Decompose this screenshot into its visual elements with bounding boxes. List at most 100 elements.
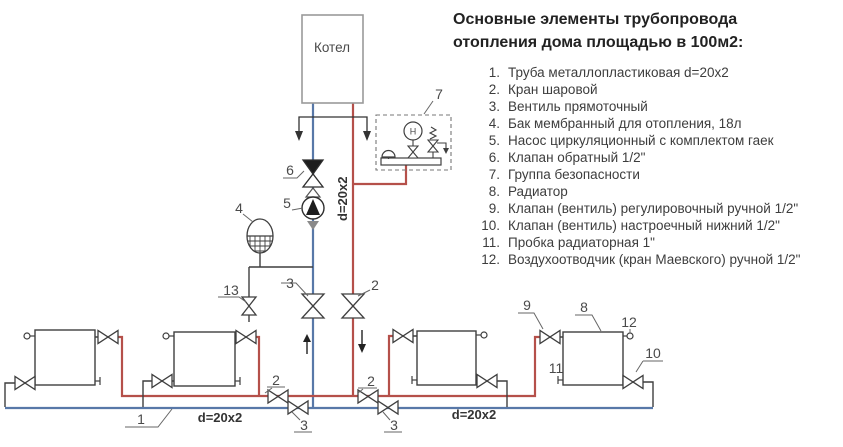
- flow-arrow-down-icon: [307, 221, 319, 230]
- legend-item-text: Клапан (вентиль) регулировочный ручной 1…: [508, 201, 799, 216]
- straight-valve-main-right: [377, 399, 399, 416]
- legend-item: 2. Кран шаровой: [453, 81, 835, 98]
- callout-3-main-left: 3: [300, 417, 308, 433]
- supply-pipes-red: [118, 103, 540, 398]
- boiler-label: Котел: [314, 40, 350, 55]
- legend-item: 10. Клапан (вентиль) настроечный нижний 1…: [453, 217, 835, 234]
- circulation-pump: [301, 196, 325, 230]
- callout-leaders: [125, 100, 663, 433]
- legend-item-number: 12.: [481, 252, 500, 267]
- flow-direction-bracket: [295, 116, 371, 141]
- legend-title-line1: Основные элементы трубопровода: [453, 11, 738, 28]
- radiator-return-branches: [4, 253, 654, 407]
- legend-item: 11. Пробка радиаторная 1": [453, 234, 835, 251]
- callout-13: 13: [223, 282, 239, 298]
- legend-item-number: 5.: [488, 133, 500, 148]
- legend-item-text: Группа безопасности: [508, 167, 640, 182]
- legend-item-text: Клапан (вентиль) настроечный нижний 1/2": [508, 218, 780, 233]
- air-vent-icon: [623, 332, 634, 340]
- radiator-valve: [476, 373, 498, 389]
- legend-item-number: 1.: [488, 65, 500, 80]
- ball-valve-main-left: [267, 388, 289, 405]
- straight-valve-return-riser: [300, 293, 326, 319]
- callout-10: 10: [645, 345, 661, 361]
- supply-main-pipe: [118, 335, 540, 398]
- legend-panel: Основные элементы трубопровода отопления…: [453, 8, 835, 268]
- legend-item-number: 8.: [488, 184, 500, 199]
- radiator-valve: [14, 375, 36, 391]
- auto-air-vent-icon: [381, 149, 396, 159]
- callout-3-riser: 3: [286, 275, 294, 291]
- membrane-tank: [246, 218, 274, 254]
- legend-item-text: Насос циркуляционный с комплектом гаек: [508, 133, 774, 148]
- gauge-letter: Н: [410, 127, 417, 137]
- radiator2-supply-drop: [256, 335, 261, 396]
- legend-item: 4. Бак мембранный для отопления, 18л: [453, 115, 835, 132]
- callout-12: 12: [621, 314, 637, 330]
- radiator-4: [539, 329, 644, 390]
- legend-item-number: 6.: [488, 150, 500, 165]
- legend-item: 8. Радиатор: [453, 183, 835, 200]
- ball-valve-main-right: [357, 388, 379, 405]
- radiator-plug-icon: [235, 377, 241, 385]
- legend-item: 6. Клапан обратный 1/2": [453, 149, 835, 166]
- legend-item-number: 4.: [488, 116, 500, 131]
- callout-6: 6: [286, 162, 294, 178]
- flow-arrow-up-icon: [303, 334, 311, 354]
- callout-11: 11: [549, 360, 564, 376]
- legend-item-number: 3.: [488, 99, 500, 114]
- radiator-1: [14, 329, 119, 391]
- straight-valve-main-left: [287, 399, 309, 416]
- legend-item-number: 7.: [488, 167, 500, 182]
- tank-branch-pipe: [248, 253, 313, 322]
- radiator-3: [392, 328, 498, 389]
- drain-valve: [240, 296, 258, 316]
- callout-7: 7: [435, 86, 443, 102]
- legend-item-number: 11.: [482, 235, 500, 250]
- callout-2-riser: 2: [371, 277, 379, 293]
- legend-list: 1.Труба металлопластиковая d=20x2 2. Кран…: [453, 64, 835, 268]
- legend-item-text: Пробка радиаторная 1": [508, 235, 655, 250]
- legend-item-number: 2.: [488, 82, 500, 97]
- callout-numbers: 7 6 5 4 13 3 2 1 2 3 2 3 9 8 12 10 11: [137, 86, 661, 433]
- callout-2-main-right: 2: [367, 373, 375, 389]
- legend-item: 12.Воздухоотводчик (кран Маевского) ручн…: [453, 251, 835, 268]
- radiator-plug-icon: [557, 376, 563, 384]
- check-valve: [301, 159, 325, 188]
- radiator-plug-icon: [411, 376, 417, 384]
- safety-valve-icon: [426, 126, 449, 158]
- callout-4: 4: [235, 200, 243, 216]
- legend-item-text: Вентиль прямоточный: [508, 99, 648, 114]
- legend-item: 1.Труба металлопластиковая d=20x2: [453, 64, 835, 81]
- legend-item-text: Клапан обратный 1/2": [508, 150, 646, 165]
- pipe-size-label-vertical: d=20x2: [335, 177, 350, 221]
- return-pipes-blue: [5, 103, 653, 410]
- callout-8: 8: [580, 299, 588, 315]
- legend-item-number: 9.: [488, 201, 500, 216]
- flow-arrow-down-icon: [358, 330, 366, 353]
- radiator-valve: [622, 374, 644, 390]
- ball-valve-supply-riser: [340, 293, 366, 319]
- radiator-2: [151, 329, 257, 389]
- radiator3-supply-drop: [387, 334, 393, 396]
- flow-chevron-up-icon: [304, 187, 322, 198]
- legend-item-text: Бак мембранный для отопления, 18л: [508, 116, 742, 131]
- pipe-size-label-right: d=20x2: [452, 407, 496, 422]
- legend-item-text: Кран шаровой: [508, 82, 598, 97]
- legend-item: 9. Клапан (вентиль) регулировочный ручной…: [453, 200, 835, 217]
- radiator-valve: [392, 328, 414, 344]
- legend-item-number: 10.: [481, 218, 500, 233]
- air-vent-icon: [23, 332, 35, 340]
- legend-title-line2: отопления дома площадью в 100м2:: [453, 34, 744, 51]
- safety-manifold: [380, 157, 442, 166]
- radiator-valve: [151, 373, 173, 389]
- radiator-valve: [97, 329, 119, 345]
- pump-impeller-icon: [306, 199, 320, 215]
- safety-group-branch-pipe: [354, 165, 408, 186]
- down-arrow-icon: [295, 131, 303, 141]
- callout-3-main-right: 3: [390, 417, 398, 433]
- legend-item-text: Радиатор: [508, 184, 568, 199]
- callout-9: 9: [523, 297, 531, 313]
- air-vent-icon: [476, 331, 488, 339]
